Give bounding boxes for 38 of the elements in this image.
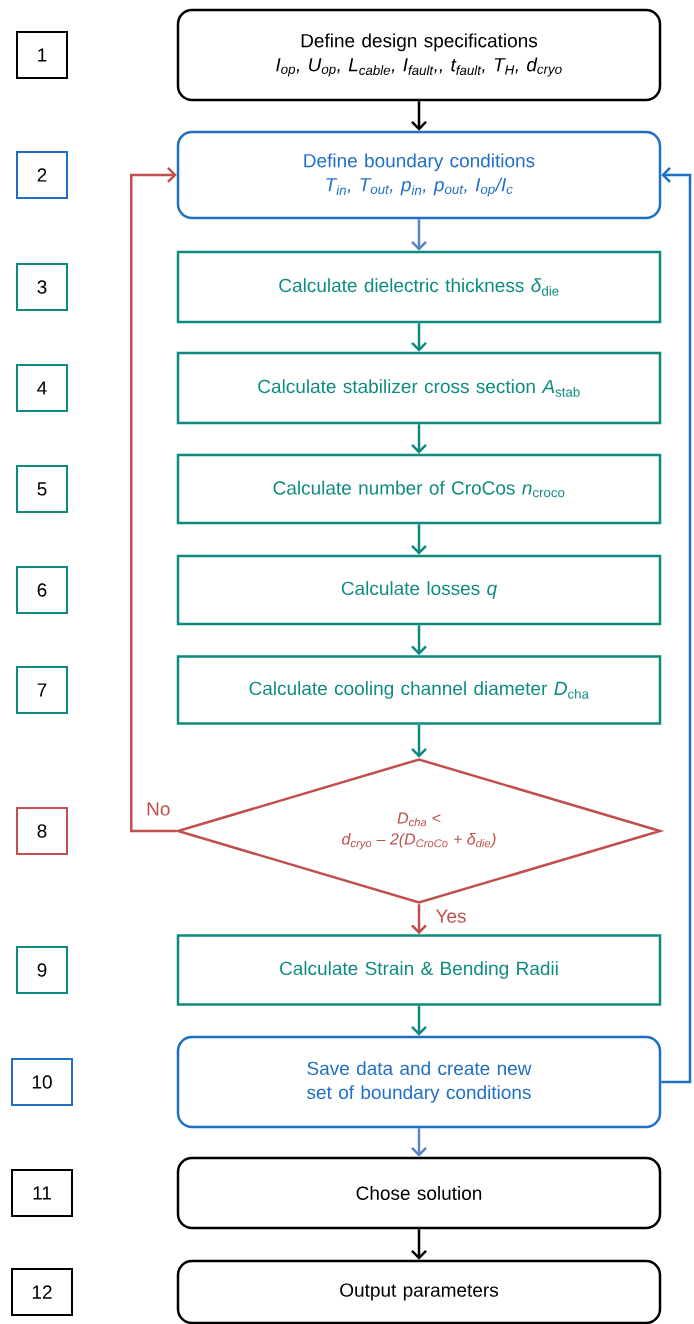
process-box: Define design specifications I$_{op}$, U$_{op}$, L$_{cable}$, I$_{fault}$,, t$_{fault}$, T$_{H}$, d$_{cryo}$ <box>176 8 662 102</box>
step-number-box: 7 <box>16 666 68 714</box>
arrow <box>411 904 427 935</box>
process-box: Output parameters <box>176 1259 662 1324</box>
arrow <box>411 219 427 251</box>
step-number-box: 5 <box>16 465 68 513</box>
step-number-box: 8 <box>16 807 68 855</box>
process-box: Define boundary conditions T$_{in}$, T$_{out}$, p$_{in}$, p$_{out}$, I$_{op}$/I$_{c}$ <box>176 130 662 220</box>
arrow <box>411 1128 427 1157</box>
arrow <box>411 1005 427 1036</box>
arrow <box>411 524 427 555</box>
process-box: Calculate number of CroCos n$_{croco}$ <box>176 453 662 525</box>
arrow <box>411 724 427 758</box>
step-number-box: 12 <box>11 1268 73 1316</box>
step-number-box: 11 <box>11 1169 73 1217</box>
step-number-box: 1 <box>16 31 68 79</box>
step-number-box: 6 <box>16 566 68 614</box>
arrow <box>411 323 427 352</box>
arrow <box>411 625 427 656</box>
arrow <box>411 101 427 131</box>
arrow <box>661 167 692 1084</box>
arrow <box>411 424 427 454</box>
step-number-box: 9 <box>16 946 68 994</box>
process-box: Calculate dielectric thickness δ$_{die}$ <box>176 250 662 324</box>
process-box: Save data and create new set of boundary conditions <box>176 1035 662 1129</box>
process-box: Calculate Strain & Bending Radii <box>176 934 662 1006</box>
edge-label: Yes <box>434 908 468 924</box>
step-number-box: 3 <box>16 263 68 311</box>
arrow <box>411 1229 427 1260</box>
process-box: Calculate stabilizer cross section A$_{stab}$ <box>176 351 662 425</box>
process-box: Calculate cooling channel diameter D$_{cha}$ <box>176 655 662 725</box>
process-box: Chose solution <box>176 1156 662 1230</box>
process-box: Calculate losses q <box>176 554 662 626</box>
arrow <box>130 167 177 833</box>
edge-label: No <box>145 801 172 817</box>
step-number-box: 10 <box>11 1058 73 1106</box>
step-number-box: 2 <box>16 151 68 199</box>
step-number-box: 4 <box>16 364 68 412</box>
